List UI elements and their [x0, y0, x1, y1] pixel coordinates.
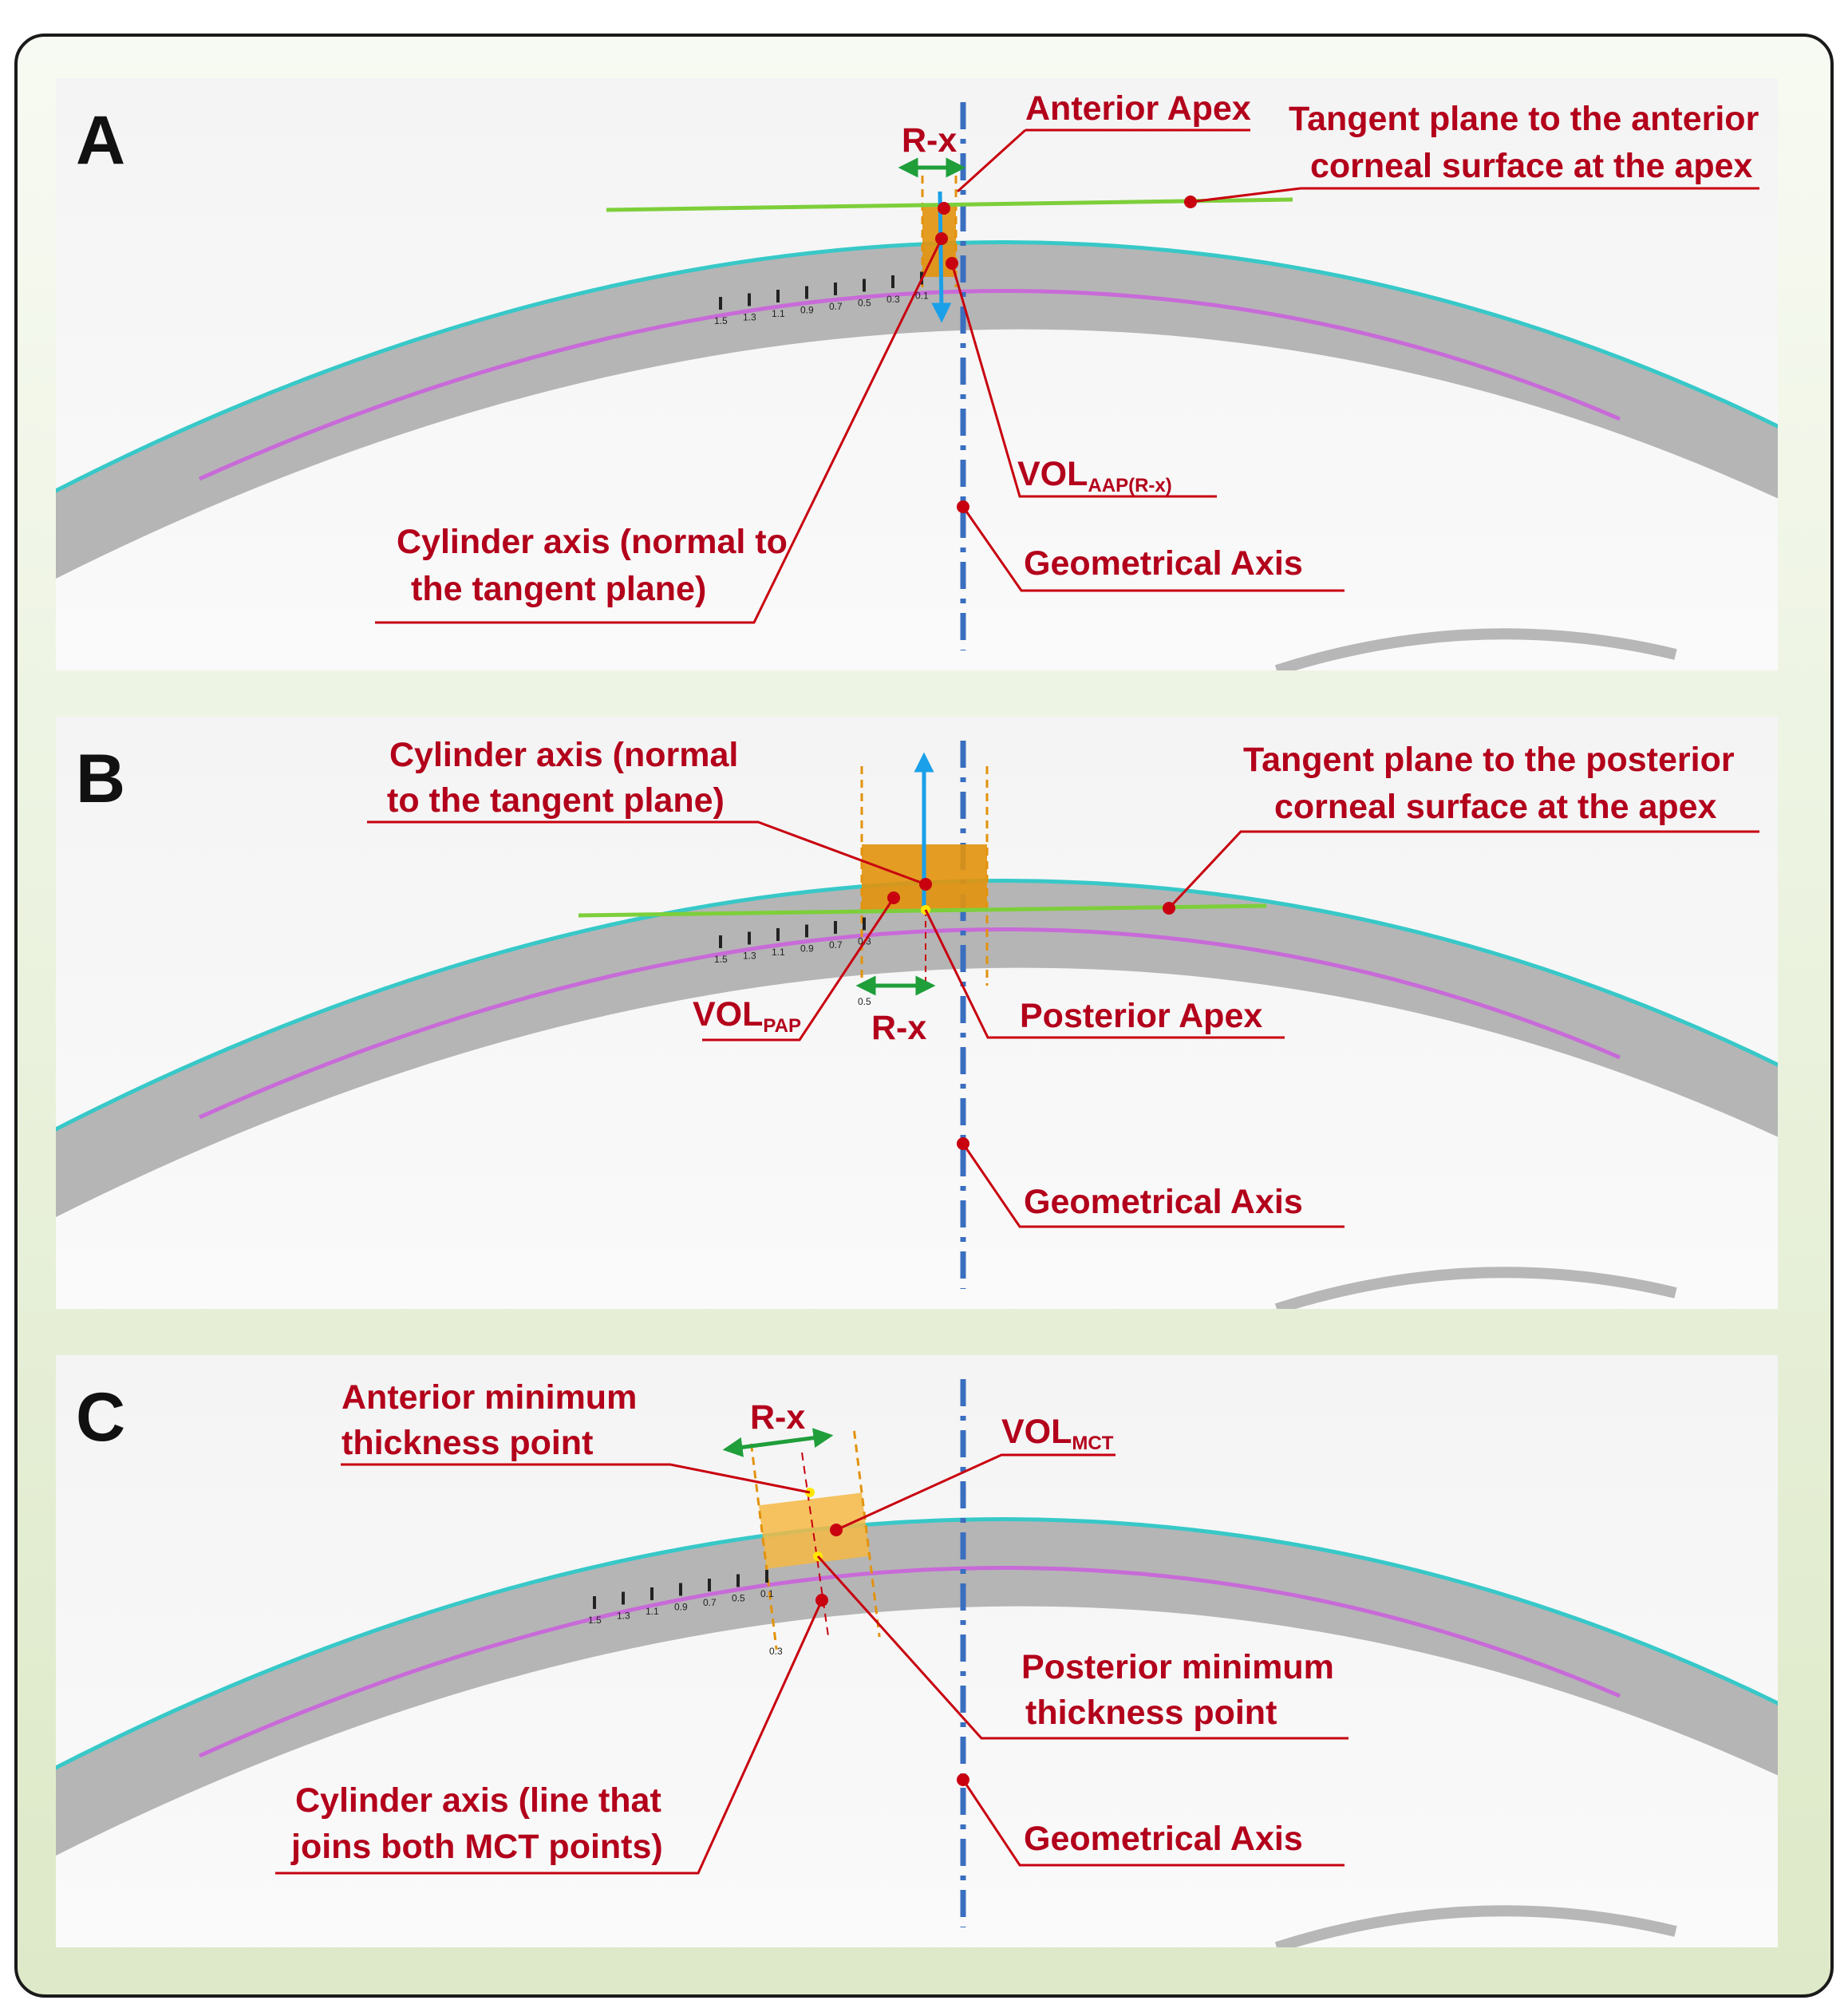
scale-tick-label: 0.7 [829, 301, 843, 312]
anterior-min-label-line1: Anterior minimum [342, 1378, 637, 1417]
cylinder-axis-label-line1: Cylinder axis (normal [389, 736, 738, 774]
geometrical-axis-leader [962, 1779, 1345, 1867]
scale-tick-label: 0.3 [886, 294, 900, 305]
scale-tick-label: 0.9 [674, 1602, 688, 1613]
anterior-apex-marker [938, 202, 950, 215]
geometrical-axis-label: Geometrical Axis [1024, 544, 1303, 583]
panel-letter: A [76, 102, 125, 179]
scale-tick-label: 1.3 [743, 312, 756, 323]
volume-label: VOLPAP [693, 995, 801, 1037]
scale-tick-label: 0.1 [760, 1588, 774, 1599]
tick-label-03: 0.3 [769, 1646, 783, 1657]
panel-letter: C [76, 1379, 125, 1456]
rx-label: R-x [871, 1009, 926, 1047]
geometrical-axis-label: Geometrical Axis [1024, 1820, 1303, 1858]
scale-tick-label: 1.5 [588, 1615, 602, 1626]
posterior-min-label-line2: thickness point [1025, 1694, 1277, 1732]
scale-ticks: 1.5 1.3 1.1 0.9 0.7 0.5 0.3 0.1 [714, 271, 929, 326]
rx-arrow [722, 1428, 834, 1457]
cornea-band [56, 1519, 1778, 1856]
tangent-plane-label-line2: corneal surface at the apex [1274, 788, 1717, 826]
rx-label: R-x [902, 121, 957, 160]
lens-shadow [1274, 1905, 1677, 1947]
lens-shadow [1274, 628, 1677, 670]
cornea-band [56, 880, 1778, 1218]
scale-tick-label: 1.5 [714, 954, 728, 965]
lens-shadow [1274, 1267, 1677, 1309]
volume-leader [702, 897, 895, 1042]
volume-label-sub: MCT [1072, 1433, 1113, 1454]
volume-cylinder-group [749, 1430, 881, 1650]
anterior-min-label-line2: thickness point [342, 1424, 593, 1462]
cylinder-axis-label-line2: joins both MCT points) [290, 1828, 663, 1866]
tangent-plane-leader [1190, 187, 1759, 204]
anterior-surface [56, 1517, 1778, 1770]
scale-tick-label: 0.7 [703, 1597, 717, 1608]
volume-cylinder [758, 1492, 870, 1569]
volume-label-main: VOL [1017, 455, 1088, 493]
scale-tick-label: 0.1 [915, 291, 929, 302]
posterior-surface [198, 288, 1621, 481]
volume-label: VOLMCT [1001, 1413, 1114, 1454]
volume-label-main: VOL [1001, 1413, 1072, 1451]
scale-tick-label: 1.3 [743, 951, 756, 962]
geometrical-axis-leader [962, 1143, 1345, 1228]
tick-label-05: 0.5 [858, 996, 871, 1007]
anterior-apex-label: Anterior Apex [1025, 89, 1251, 128]
volume-label: VOLAAP(R-x) [1017, 455, 1172, 496]
scale-tick-label: 1.3 [617, 1611, 630, 1622]
tangent-plane-label-line2: corneal surface at the apex [1310, 147, 1753, 185]
volume-leader [950, 263, 1217, 498]
posterior-surface [198, 1565, 1621, 1758]
posterior-apex-leader [924, 909, 1285, 1039]
anterior-min-leader [341, 1463, 811, 1494]
anterior-apex-leader-diag [956, 128, 1027, 193]
scale-tick-label: 0.7 [829, 939, 843, 951]
volume-label-main: VOL [693, 995, 763, 1034]
posterior-min-label-line1: Posterior minimum [1021, 1648, 1334, 1686]
tangent-plane-label-line1: Tangent plane to the anterior [1289, 100, 1759, 138]
cylinder-axis-leader [367, 820, 926, 886]
panel-letter: B [76, 741, 125, 817]
panel-c: R-x 0.3 1.5 1.3 1.1 0.9 0.7 0.5 0.1 C Anterior… [56, 1355, 1778, 1947]
cylinder-axis-label-line1: Cylinder axis (normal to [397, 523, 788, 561]
volume-leader [835, 1453, 1116, 1532]
geometrical-axis-leader [962, 506, 1345, 592]
scale-tick-label: 0.5 [858, 298, 871, 309]
scale-ticks: 1.5 1.3 1.1 0.9 0.7 0.5 0.1 [588, 1570, 774, 1626]
posterior-apex-label: Posterior Apex [1020, 997, 1262, 1035]
volume-label-sub: PAP [763, 1015, 801, 1037]
tangent-plane-label-line1: Tangent plane to the posterior [1243, 741, 1735, 779]
geometrical-axis-label: Geometrical Axis [1024, 1183, 1303, 1221]
scale-tick-label: 1.5 [714, 315, 728, 326]
cornea-band [56, 242, 1778, 579]
scale-tick-label: 0.9 [800, 305, 814, 316]
cylinder-axis-label-line1: Cylinder axis (line that [295, 1781, 661, 1820]
volume-label-sub: AAP(R-x) [1088, 475, 1171, 496]
scale-tick-label: 1.1 [772, 308, 785, 319]
panel-a: R-x 1.5 1.3 1.1 0.9 0.7 0.5 0.3 0.1 A Anterior … [56, 78, 1778, 670]
scale-tick-label: 1.1 [646, 1606, 659, 1617]
tangent-plane-line [606, 197, 1293, 212]
cylinder-axis-label-line2: the tangent plane) [411, 570, 706, 608]
cylinder-edge-left [749, 1443, 778, 1650]
scale-tick-label: 1.1 [772, 947, 785, 958]
cylinder-axis-leader [275, 1599, 823, 1875]
cylinder-axis-leader [375, 238, 943, 624]
rx-label: R-x [750, 1398, 805, 1437]
posterior-min-leader [816, 1555, 1348, 1740]
cylinder-edge-right [853, 1430, 881, 1638]
cylinder-axis-label-line2: to the tangent plane) [387, 781, 725, 820]
tangent-plane-leader [1167, 830, 1759, 910]
scale-tick-label: 0.9 [800, 943, 814, 955]
scale-tick-label: 0.5 [732, 1593, 745, 1604]
